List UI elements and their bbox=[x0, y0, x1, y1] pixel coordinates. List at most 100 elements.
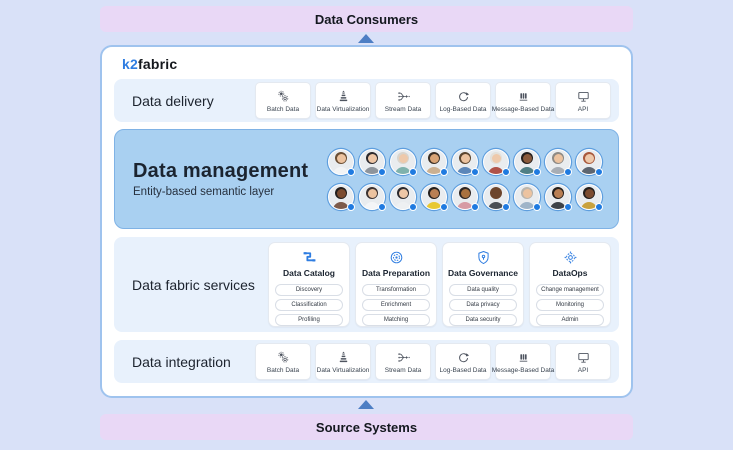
source-systems-label: Source Systems bbox=[315, 419, 418, 435]
user-avatar bbox=[576, 183, 603, 211]
card-label: API bbox=[577, 105, 589, 113]
card-label: Message-Based Data bbox=[491, 105, 555, 113]
card-label: Data Virtualization bbox=[316, 366, 370, 374]
pill-data-privacy: Data privacy bbox=[449, 298, 517, 311]
card-batch-data: Batch Data bbox=[255, 343, 311, 380]
online-badge-icon bbox=[471, 167, 479, 176]
user-avatar bbox=[421, 183, 448, 211]
card-label: Data Virtualization bbox=[316, 105, 370, 113]
card-api: API bbox=[555, 343, 611, 380]
data-management-layer: Data management Entity-based semantic la… bbox=[114, 129, 619, 229]
catalog-icon bbox=[302, 251, 316, 263]
card-batch-data: Batch Data bbox=[255, 82, 311, 119]
stack-arrow-icon bbox=[339, 351, 347, 362]
user-avatar bbox=[514, 183, 541, 211]
avatar-grid bbox=[328, 148, 603, 211]
card-label: Stream Data bbox=[384, 105, 422, 113]
user-avatar bbox=[359, 183, 386, 211]
data-integration-row: Data integration Batch Data Data Virtual… bbox=[114, 340, 619, 383]
pill-data-security: Data security bbox=[449, 313, 517, 326]
user-avatar bbox=[483, 183, 510, 211]
logo-k2: k2 bbox=[122, 56, 138, 72]
user-avatar bbox=[390, 183, 417, 211]
user-avatar bbox=[545, 183, 572, 211]
data-fabric-services-row: Data fabric services Data Catalog Discov… bbox=[114, 237, 619, 332]
card-stream-data: Stream Data bbox=[375, 82, 431, 119]
preparation-icon bbox=[390, 251, 402, 264]
user-avatar bbox=[483, 148, 510, 176]
integration-cards: Batch Data Data Virtualization Stream Da… bbox=[255, 343, 611, 380]
card-label: Batch Data bbox=[266, 366, 300, 374]
data-management-title: Data management bbox=[133, 160, 309, 182]
user-avatar bbox=[390, 148, 417, 176]
data-delivery-label: Data delivery bbox=[132, 92, 214, 109]
gears-icon bbox=[277, 90, 288, 102]
card-data-catalog: Data Catalog Discovery Classification Pr… bbox=[268, 242, 350, 327]
online-badge-icon bbox=[409, 202, 417, 211]
pill-data-quality: Data quality bbox=[449, 283, 517, 296]
online-badge-icon bbox=[595, 202, 603, 211]
stream-icon bbox=[397, 352, 410, 362]
service-cards: Data Catalog Discovery Classification Pr… bbox=[268, 242, 611, 327]
user-avatar bbox=[452, 183, 479, 211]
pill-matching: Matching bbox=[362, 313, 430, 326]
card-data-preparation: Data Preparation Transformation Enrichme… bbox=[355, 242, 437, 327]
online-badge-icon bbox=[440, 167, 448, 176]
online-badge-icon bbox=[409, 167, 417, 176]
online-badge-icon bbox=[471, 202, 479, 211]
user-avatar bbox=[359, 148, 386, 176]
service-title: Data Governance bbox=[448, 268, 518, 278]
logo-fabric: fabric bbox=[137, 56, 178, 72]
card-message-based-data: Message-Based Data bbox=[492, 82, 554, 119]
data-integration-label: Data integration bbox=[132, 353, 231, 370]
card-label: Log-Based Data bbox=[439, 366, 487, 374]
pill-change-management: Change management bbox=[536, 283, 604, 296]
card-label: Batch Data bbox=[266, 105, 300, 113]
user-avatar bbox=[328, 183, 355, 211]
online-badge-icon bbox=[564, 167, 572, 176]
online-badge-icon bbox=[378, 167, 386, 176]
user-avatar bbox=[514, 148, 541, 176]
online-badge-icon bbox=[564, 202, 572, 211]
service-title: Data Catalog bbox=[283, 268, 335, 278]
source-systems-banner: Source Systems bbox=[100, 414, 633, 440]
sync-arrow-icon bbox=[458, 352, 470, 362]
card-label: Log-Based Data bbox=[439, 105, 487, 113]
service-title: DataOps bbox=[552, 268, 588, 278]
pill-transformation: Transformation bbox=[362, 283, 430, 296]
pill-admin: Admin bbox=[536, 313, 604, 326]
queue-icon bbox=[519, 92, 527, 101]
card-data-governance: Data Governance Data quality Data privac… bbox=[442, 242, 524, 327]
user-avatar bbox=[421, 148, 448, 176]
card-dataops: DataOps Change management Monitoring Adm… bbox=[529, 242, 611, 327]
fabric-card: k2fabric Data delivery Batch Data Data V… bbox=[100, 45, 633, 398]
pill-profiling: Profiling bbox=[275, 313, 343, 326]
online-badge-icon bbox=[502, 167, 510, 176]
card-label: Message-Based Data bbox=[491, 366, 555, 374]
stream-icon bbox=[397, 91, 410, 101]
card-label: Stream Data bbox=[384, 366, 422, 374]
data-consumers-banner: Data Consumers bbox=[100, 6, 633, 32]
card-data-virtualization: Data Virtualization bbox=[315, 82, 371, 119]
pill-monitoring: Monitoring bbox=[536, 298, 604, 311]
data-management-subtitle: Entity-based semantic layer bbox=[133, 186, 275, 198]
card-stream-data: Stream Data bbox=[375, 343, 431, 380]
data-delivery-row: Data delivery Batch Data Data Virtualiza… bbox=[114, 79, 619, 122]
pill-classification: Classification bbox=[275, 298, 343, 311]
monitor-icon bbox=[577, 352, 589, 363]
data-fabric-services-label: Data fabric services bbox=[132, 276, 255, 293]
up-arrow-icon bbox=[358, 34, 374, 43]
card-label: API bbox=[577, 366, 589, 374]
sync-arrow-icon bbox=[458, 91, 470, 101]
card-data-virtualization: Data Virtualization bbox=[315, 343, 371, 380]
k2fabric-logo: k2fabric bbox=[122, 56, 631, 72]
dataops-icon bbox=[563, 251, 577, 264]
card-log-based-data: Log-Based Data bbox=[435, 82, 491, 119]
stack-arrow-icon bbox=[339, 90, 347, 101]
user-avatar bbox=[545, 148, 572, 176]
online-badge-icon bbox=[533, 167, 541, 176]
delivery-cards: Batch Data Data Virtualization Stream Da… bbox=[255, 82, 611, 119]
queue-icon bbox=[519, 353, 527, 362]
online-badge-icon bbox=[347, 202, 355, 211]
